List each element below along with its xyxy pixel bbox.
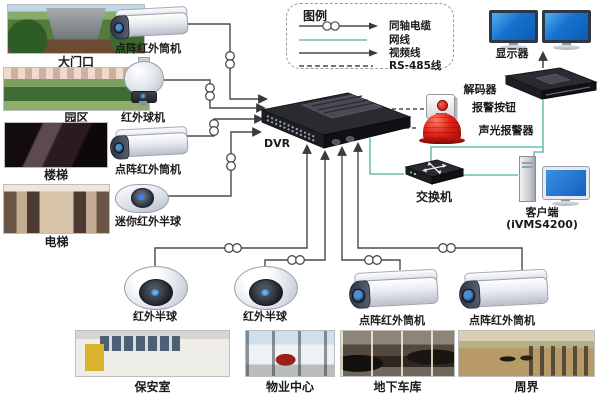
client-software-label: (iVMS4200) bbox=[506, 218, 578, 231]
dome-camera-icon-1 bbox=[124, 266, 188, 310]
camera-body bbox=[121, 12, 189, 38]
camera-lens bbox=[261, 288, 270, 296]
camera-lens bbox=[151, 288, 160, 296]
tower-drive-slot bbox=[522, 166, 533, 168]
site-label-perimeter: 周界 bbox=[514, 380, 539, 394]
ptz-dome-camera-icon bbox=[121, 57, 165, 109]
camera-label-bullet-3: 点阵红外筒机 bbox=[359, 314, 425, 327]
camera-tail bbox=[139, 100, 147, 107]
bullet-camera-icon-4 bbox=[455, 268, 549, 315]
coax-line-sample bbox=[299, 20, 378, 31]
dome-camera-icon-2 bbox=[234, 266, 298, 310]
camera-lens bbox=[137, 193, 145, 201]
camera-lens bbox=[352, 288, 366, 303]
dvr-device bbox=[260, 92, 412, 149]
camera-body bbox=[123, 61, 165, 96]
camera-label-ptz: 红外球机 bbox=[121, 111, 165, 124]
legend-item-network: 网线 bbox=[297, 33, 410, 46]
decoder-device bbox=[504, 67, 598, 100]
alarm-button-label: 报警按钮 bbox=[472, 101, 516, 114]
monitors-label: 显示器 bbox=[495, 47, 529, 60]
site-label-main-gate: 大门口 bbox=[57, 55, 94, 69]
client-monitor-icon bbox=[542, 166, 590, 200]
site-label-campus: 园区 bbox=[64, 111, 89, 125]
site-label-security-room: 保安室 bbox=[134, 380, 171, 394]
bullet-camera-icon-3 bbox=[345, 268, 439, 315]
site-label-property-center: 物业中心 bbox=[265, 380, 314, 394]
legend-item-coax: 同轴电缆 bbox=[297, 19, 431, 32]
legend-label-rs485: RS-485线 bbox=[389, 60, 442, 72]
camera-lens bbox=[462, 288, 476, 303]
network-lines bbox=[369, 100, 544, 176]
alarm-button-dot bbox=[437, 100, 448, 111]
monitor-screen bbox=[492, 13, 535, 40]
switch-device bbox=[404, 159, 465, 185]
site-label-stairs: 楼梯 bbox=[43, 168, 68, 182]
photo-underground-garage bbox=[340, 330, 455, 377]
camera-label-dome-1: 红外半球 bbox=[133, 310, 177, 323]
legend-title: 图例 bbox=[303, 9, 328, 23]
site-label-underground-garage: 地下车库 bbox=[373, 380, 422, 394]
tower-drive-slot bbox=[522, 162, 533, 164]
camera-label-bullet-1: 点阵红外筒机 bbox=[115, 42, 181, 55]
legend-item-video: 视频线 bbox=[297, 46, 421, 59]
camera-body bbox=[361, 276, 439, 308]
legend-item-rs485: RS-485线 bbox=[297, 59, 441, 72]
legend: 图例 同轴电缆 网线 视频线 bbox=[286, 3, 454, 72]
monitor-icon-1 bbox=[489, 10, 538, 43]
switch-label: 交换机 bbox=[415, 190, 452, 204]
coax-connector-icons bbox=[205, 51, 456, 265]
camera-label-mini-dome: 迷你红外半球 bbox=[115, 215, 181, 228]
site-label-elevator: 电梯 bbox=[44, 235, 69, 249]
siren-dome bbox=[423, 113, 461, 139]
monitor-screen bbox=[545, 13, 588, 40]
bullet-camera-icon-1 bbox=[107, 5, 189, 43]
legend-label-coax: 同轴电缆 bbox=[389, 20, 431, 32]
monitor-stand-base bbox=[500, 45, 527, 50]
photo-perimeter bbox=[458, 330, 595, 377]
camera-label-bullet-4: 点阵红外筒机 bbox=[469, 314, 535, 327]
decoder-label: 解码器 bbox=[463, 83, 497, 96]
legend-label-video: 视频线 bbox=[389, 47, 421, 59]
rs485-line-sample bbox=[299, 64, 373, 67]
photo-stairs bbox=[4, 122, 108, 168]
client-monitor-stand-base bbox=[552, 201, 579, 206]
camera-label-bullet-2: 点阵红外筒机 bbox=[115, 163, 181, 176]
client-pc-tower-icon bbox=[519, 156, 536, 202]
mini-dome-camera-icon bbox=[115, 184, 169, 213]
camera-body bbox=[121, 132, 189, 158]
photo-property-center bbox=[245, 330, 335, 377]
photo-elevator bbox=[3, 184, 110, 234]
photo-security-room bbox=[75, 330, 230, 377]
video-line-sample bbox=[299, 49, 378, 56]
monitor-stand-base bbox=[553, 45, 580, 50]
dvr-label: DVR bbox=[263, 137, 291, 150]
client-monitor-screen bbox=[546, 170, 586, 196]
camera-body bbox=[471, 276, 549, 308]
legend-label-network: 网线 bbox=[389, 34, 410, 46]
network-line-sample bbox=[299, 38, 367, 41]
siren-label: 声光报警器 bbox=[478, 124, 534, 137]
bullet-camera-icon-2 bbox=[107, 125, 189, 163]
siren-icon bbox=[419, 113, 465, 144]
client-label: 客户端 bbox=[525, 206, 559, 219]
monitor-icon-2 bbox=[542, 10, 591, 43]
siren-base bbox=[419, 137, 465, 144]
camera-lens bbox=[140, 92, 147, 100]
coax-lines-bottom bbox=[154, 142, 523, 270]
camera-label-dome-2: 红外半球 bbox=[243, 310, 287, 323]
